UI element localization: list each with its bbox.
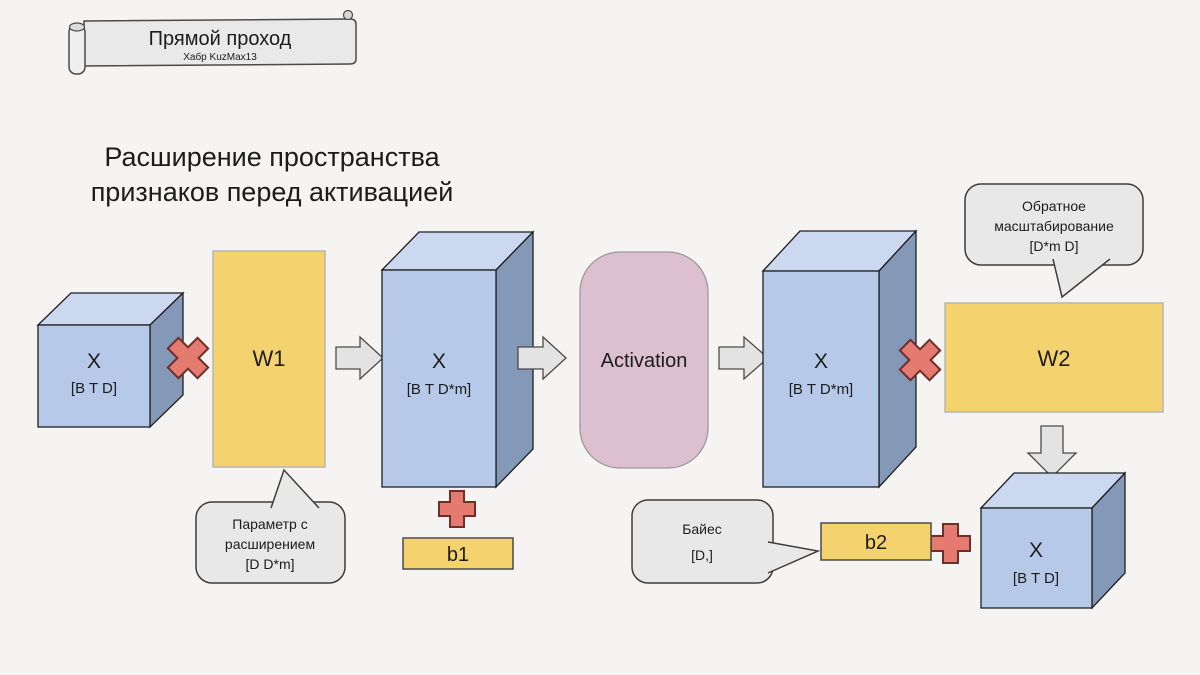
output-cube-front <box>980 507 1093 609</box>
multiply-icon <box>898 338 942 382</box>
callout-b2-tail <box>767 541 821 574</box>
callout-w1-line1: Параметр с <box>232 516 307 532</box>
arrow-right-icon <box>718 335 769 381</box>
callout-w1-tail <box>270 468 320 509</box>
banner-subtitle: Хабр KuzMax13 <box>183 51 257 63</box>
w1-matrix: W1 <box>212 250 326 468</box>
b2-vector: b2 <box>820 522 932 561</box>
w1-label: W1 <box>253 346 286 371</box>
w1-rect <box>212 250 326 468</box>
arrow-right-icon <box>335 335 384 381</box>
scroll-curl-icon <box>342 9 354 21</box>
b1-vector: b1 <box>402 537 514 570</box>
w2-matrix: W2 <box>944 302 1164 413</box>
b2-label: b2 <box>865 532 887 554</box>
callout-w2-line3: [D*m D] <box>1030 238 1079 254</box>
callout-b2-line1: Байес <box>682 521 722 537</box>
callout-w1: Параметр с расширением [D D*m] <box>195 468 346 584</box>
scroll-banner-body <box>83 18 357 67</box>
b1-rect <box>402 537 514 570</box>
page-title-line2: признаков перед активацией <box>91 177 454 207</box>
hidden-box-2-front <box>762 270 880 488</box>
arrow-right-icon <box>517 335 567 381</box>
callout-b2: Байес [D,] <box>631 499 821 584</box>
hidden-box-2: X [B T D*m] <box>761 229 918 489</box>
activation-block: Activation <box>579 251 709 469</box>
w2-rect <box>944 302 1164 413</box>
callout-w1-bubble <box>195 501 346 584</box>
page-title: Расширение пространства признаков перед … <box>91 142 454 207</box>
input-cube-front <box>37 324 151 428</box>
activation-rect <box>579 251 709 469</box>
callout-w1-line3: [D D*m] <box>246 556 295 572</box>
plus-icon <box>930 523 971 564</box>
plus-icon <box>438 490 476 528</box>
b2-rect <box>820 522 932 561</box>
input-cube-dims: [B T D] <box>71 380 117 397</box>
arrow-down-icon <box>1026 425 1078 478</box>
output-cube-dims: [B T D] <box>1013 570 1059 587</box>
output-cube: X [B T D] <box>979 471 1127 610</box>
hidden-box-1-label: X <box>432 350 446 373</box>
scroll-roll-icon <box>68 24 86 75</box>
scroll-roll-top-icon <box>68 22 86 32</box>
input-cube: X [B T D] <box>36 291 185 429</box>
callout-w1-line2: расширением <box>225 536 315 552</box>
callout-b2-line2: [D,] <box>691 547 713 563</box>
callout-w2-tail <box>1052 258 1111 299</box>
input-cube-label: X <box>87 350 101 373</box>
hidden-box-1-dims: [B T D*m] <box>407 381 471 398</box>
callout-w2: Обратное масштабирование [D*m D] <box>964 183 1144 299</box>
hidden-box-2-dims: [B T D*m] <box>789 381 853 398</box>
hidden-box-1: X [B T D*m] <box>380 230 535 489</box>
page-title-line1: Расширение пространства <box>104 142 440 172</box>
callout-w2-line2: масштабирование <box>994 218 1114 234</box>
multiply-icon <box>166 336 210 380</box>
callout-w2-line1: Обратное <box>1022 198 1086 214</box>
w2-label: W2 <box>1038 346 1071 371</box>
output-cube-label: X <box>1029 539 1043 562</box>
activation-label: Activation <box>601 350 688 372</box>
b1-label: b1 <box>447 544 469 566</box>
scroll-banner: Прямой проход Хабр KuzMax13 <box>68 9 357 75</box>
banner-title: Прямой проход <box>149 28 292 50</box>
callout-b2-bubble <box>631 499 774 584</box>
hidden-box-1-front <box>381 269 497 488</box>
hidden-box-2-label: X <box>814 350 828 373</box>
